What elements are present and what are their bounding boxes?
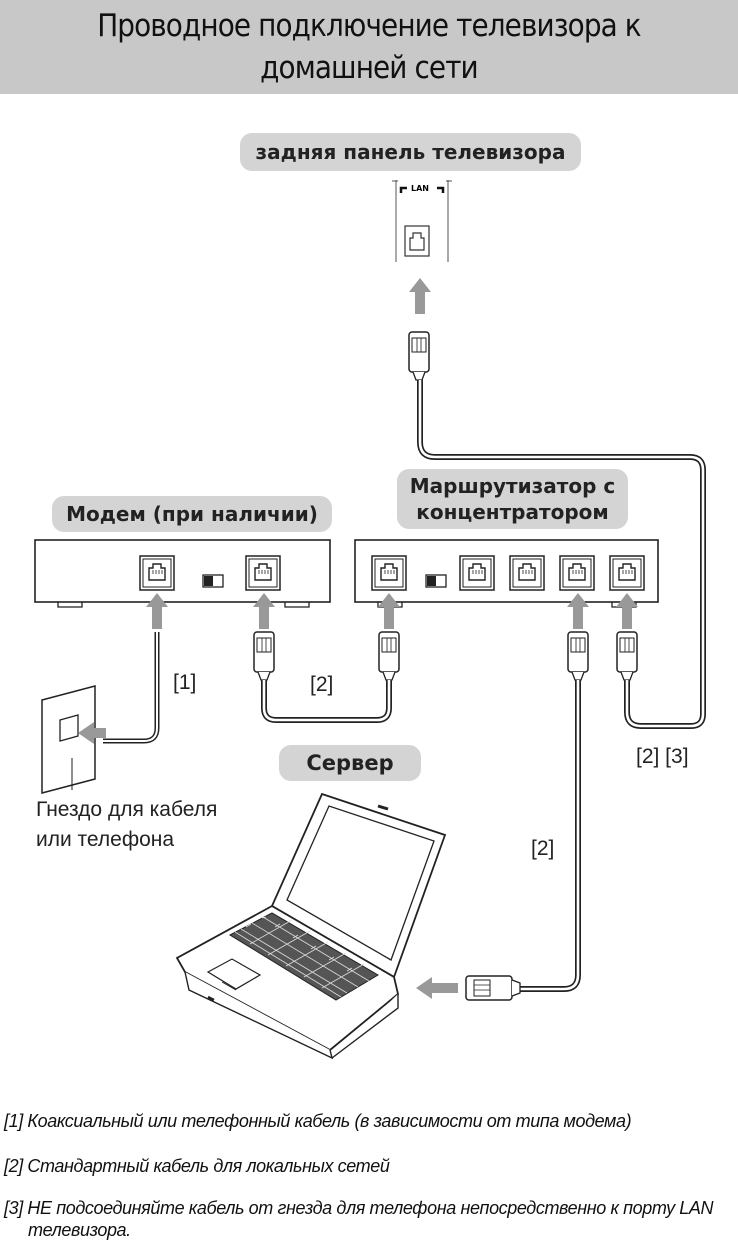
plug-server [465,975,521,1001]
footnote-3-line1: [3] НЕ подсоединяйте кабель от гнезда дл… [4,1198,714,1218]
cable-modem-wall [103,632,160,744]
router-port-1 [459,555,495,591]
cable-tag-router-server: [2] [531,837,555,860]
plug-router-tv [616,631,638,681]
footnote-1: [1] Коаксиальный или телефонный кабель (… [4,1111,632,1131]
modem-port-lan [245,555,281,591]
arrow-to-wall-socket [78,722,106,744]
plug-modem-lan [253,631,275,681]
arrow-to-server [416,977,458,999]
router-box [354,539,659,608]
laptop-server [175,792,447,1060]
router-port-wan [371,555,407,591]
modem-port-wall [139,555,175,591]
page-title: Проводное подключение телевизора к домаш… [97,5,641,89]
title-line-1: Проводное подключение телевизора к [97,8,641,44]
router-port-3 [559,555,595,591]
plug-router-wan [378,631,400,681]
router-port-2 [509,555,545,591]
tv-back-panel [392,180,452,262]
tv-back-label: задняя панель телевизора [240,133,581,171]
wall-socket [41,685,96,794]
cable-router-server [520,680,581,992]
wall-socket-label-line2: или телефона [36,828,175,851]
footnote-2: [2] Стандартный кабель для локальных сет… [4,1156,390,1176]
tv-port-label: LAN [411,184,429,193]
router-port-4 [609,555,645,591]
wall-socket-label: Гнездо для кабеля или телефона [36,795,217,855]
modem-switch [202,574,224,588]
cable-modem-router [261,680,392,723]
modem-box [34,539,331,608]
title-bar: Проводное подключение телевизора к домаш… [0,0,738,94]
modem-label: Модем (при наличии) [52,496,332,532]
router-switch [425,574,447,588]
cable-tag-modem-wall: [1] [173,671,197,694]
plug-tv [408,331,430,381]
footnote-3: [3] НЕ подсоединяйте кабель от гнезда дл… [4,1197,714,1241]
cable-tag-modem-router: [2] [310,673,334,696]
router-label-line1: Маршрутизатор с [409,474,616,498]
plug-router-server [567,631,589,681]
wall-socket-label-line1: Гнездо для кабеля [36,798,218,821]
footnote-3-line2: телевизора. [28,1220,131,1240]
title-line-2: домашней сети [260,50,479,86]
server-label: Сервер [279,745,421,781]
router-label-line2: концентратором [416,500,609,524]
cable-tag-router-tv: [2] [3] [636,745,689,768]
router-label: Маршрутизатор с концентратором [397,469,628,529]
arrow-to-tv [409,278,431,314]
cable-router-tv [417,380,706,729]
